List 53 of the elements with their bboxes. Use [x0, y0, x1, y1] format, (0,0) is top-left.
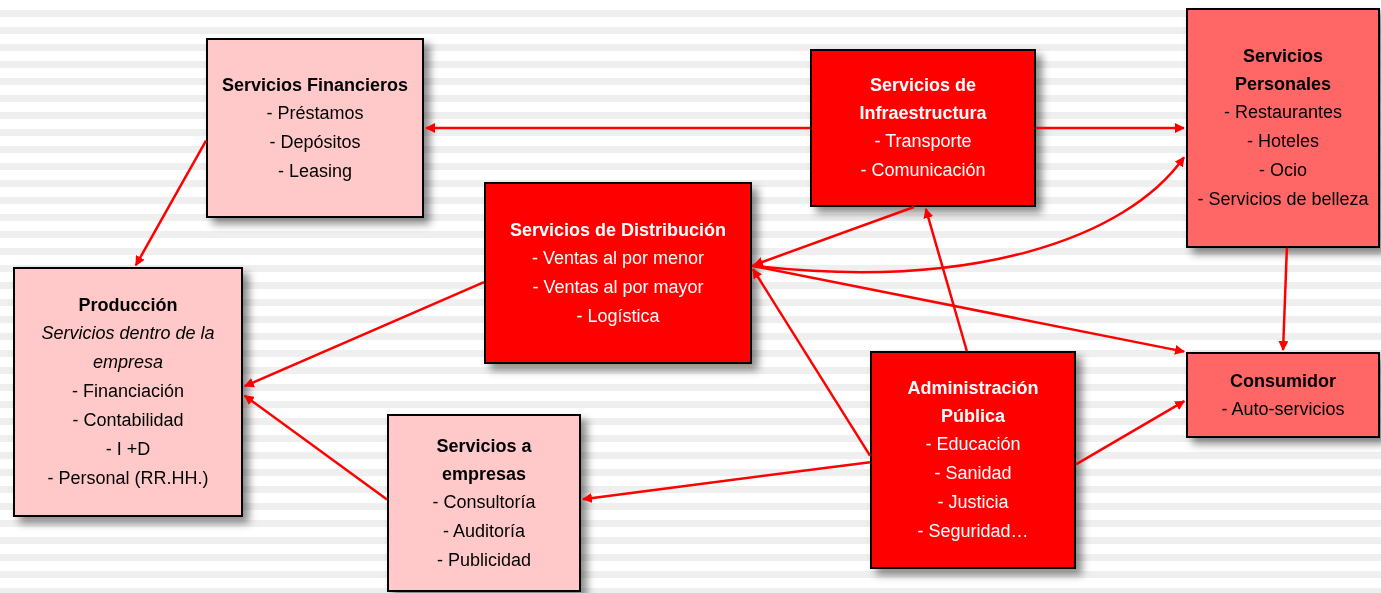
box-title: Servicios de Distribución [509, 218, 727, 242]
list-item: - Publicidad [436, 548, 532, 572]
service-box [13, 267, 243, 517]
box-title: Producción [78, 294, 178, 317]
list-item: - Consultoría [432, 490, 536, 514]
list-item: - Personal (RR.HH.) [47, 467, 209, 490]
service-box [1186, 8, 1380, 248]
list-item: - Logística [576, 304, 660, 328]
box-title: Servicios de Infraestructura [858, 74, 988, 125]
service-box [387, 414, 581, 592]
arrow [1075, 400, 1186, 466]
arrow [923, 207, 969, 352]
list-item: - Transporte [874, 130, 972, 153]
service-box [206, 38, 424, 218]
box-title: Servicios Personales [1233, 45, 1333, 96]
arrow [243, 394, 388, 501]
list-item: - Leasing [277, 159, 353, 183]
list-item: - Financiación [71, 380, 185, 403]
list-item: - Educación [925, 433, 1021, 456]
arrow [751, 264, 1185, 355]
list-item: - I +D [105, 438, 151, 461]
box-title: Administración Pública [906, 377, 1040, 428]
list-item: - Ventas al por mayor [532, 275, 704, 299]
list-item: - Auto-servicios [1221, 397, 1345, 421]
box-title: Servicios a empresas [435, 434, 533, 486]
arrow [1036, 123, 1185, 133]
box-title: Consumidor [1230, 369, 1336, 393]
list-item: Servicios dentro de la empresa [40, 322, 216, 374]
arrow [752, 268, 872, 457]
arrow [1278, 247, 1289, 351]
list-item: - Depósitos [269, 130, 361, 154]
box-title: Servicios Financieros [221, 73, 409, 97]
arrow [752, 205, 915, 267]
arrow [134, 140, 208, 267]
list-item: - Préstamos [266, 101, 364, 125]
list-item: - Restaurantes [1223, 101, 1343, 124]
list-item: - Auditoría [442, 519, 525, 543]
service-box [1186, 352, 1380, 438]
list-item: - Seguridad… [917, 520, 1029, 543]
list-item: - Sanidad [934, 462, 1012, 485]
service-box [870, 351, 1076, 569]
service-box [484, 182, 752, 364]
service-box [810, 49, 1036, 207]
arrow [582, 460, 871, 503]
list-item: - Ventas al por menor [531, 246, 705, 270]
list-item: - Comunicación [860, 159, 986, 182]
list-item: - Hoteles [1247, 130, 1319, 153]
list-item: - Justicia [937, 491, 1009, 514]
list-item: - Contabilidad [72, 409, 184, 432]
list-item: - Servicios de belleza [1197, 188, 1369, 211]
arrow [243, 280, 485, 388]
list-item: - Ocio [1259, 159, 1307, 182]
arrow [425, 123, 810, 133]
